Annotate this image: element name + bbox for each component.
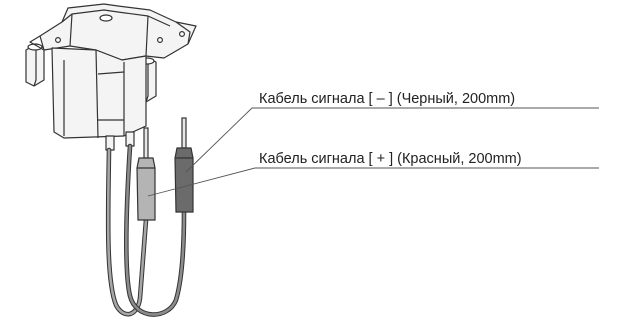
- red-connector: [136, 127, 156, 221]
- cable-exit-right: [125, 131, 135, 147]
- black-cable-leader: [185, 107, 599, 173]
- red-connector-pin: [143, 127, 149, 159]
- leader-lines: [147, 107, 599, 197]
- cables: [105, 143, 187, 317]
- left-mounting-post: [25, 43, 45, 87]
- red-connector-sleeve: [136, 157, 156, 221]
- black-connector: [174, 117, 194, 213]
- main-body: [51, 47, 147, 139]
- sensor-housing: [25, 3, 197, 151]
- top-flange: [39, 3, 197, 61]
- flange-hole: [99, 14, 113, 22]
- red-cable-leader: [147, 167, 599, 197]
- black-connector-pin: [181, 117, 187, 149]
- cable-exit-left: [105, 135, 115, 151]
- black-cable-callout: Кабель сигнала [ – ] (Черный, 200mm): [259, 91, 515, 107]
- red-cable-callout: Кабель сигнала [ + ] (Красный, 200mm): [259, 151, 522, 167]
